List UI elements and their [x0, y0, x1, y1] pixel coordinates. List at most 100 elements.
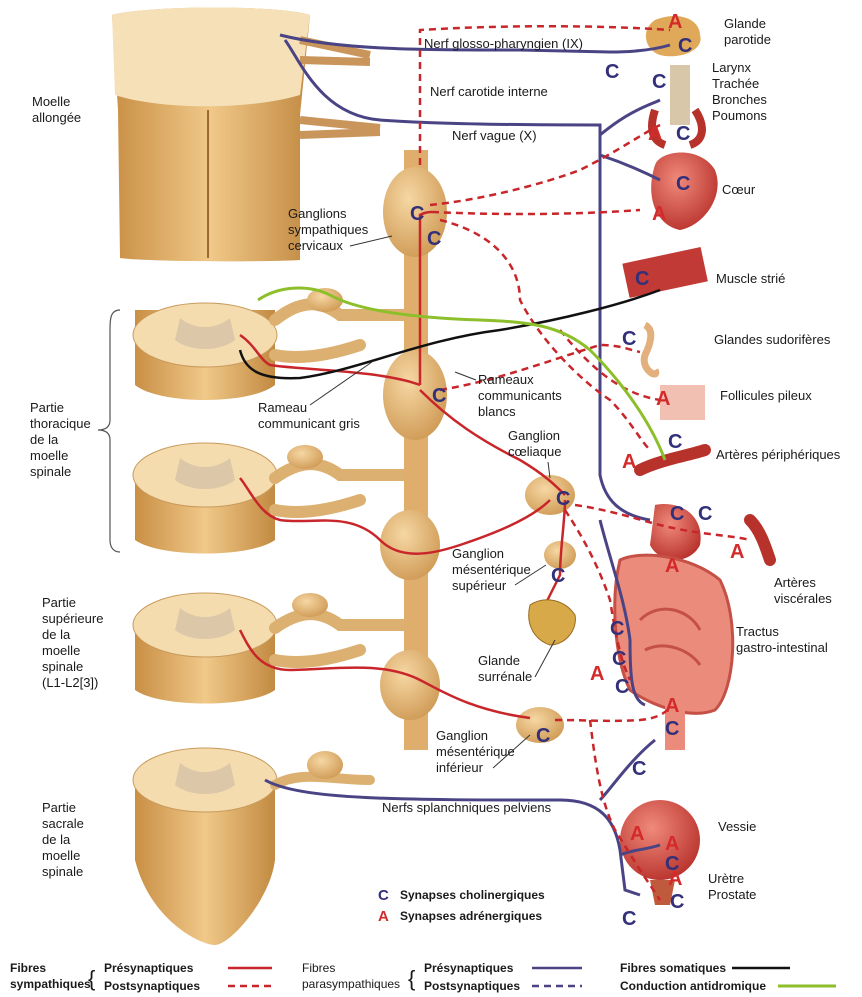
legend-fibres-sympathiques: Fibres: [10, 961, 46, 975]
svg-text:Tractus: Tractus: [736, 624, 779, 639]
adrenergic-synapse: A: [665, 555, 679, 577]
cholinergic-synapse: C: [432, 385, 446, 407]
svg-text:moelle: moelle: [42, 848, 80, 863]
svg-text:surrénale: surrénale: [478, 669, 532, 684]
legend: Fibres sympathiques { Présynaptiques Pos…: [10, 961, 836, 993]
label-glandes-sudoriferes: Glandes sudorifères: [714, 332, 831, 347]
label-glande-surrenale: Glande surrénale: [478, 640, 555, 684]
cholinergic-synapse: C: [615, 676, 629, 698]
cholinergic-synapse: C: [670, 891, 684, 913]
cholinergic-synapse: C: [635, 268, 649, 290]
label-nerf-vague: Nerf vague (X): [452, 128, 537, 143]
cholinergic-synapse: C: [610, 618, 624, 640]
adrenergic-synapse: A: [665, 833, 679, 855]
svg-text:(L1-L2[3]): (L1-L2[3]): [42, 675, 98, 690]
key-adrenergic-letter: A: [378, 908, 389, 925]
label-coeur: Cœur: [722, 182, 756, 197]
legend-fibres-parasympathiques: Fibres: [302, 961, 335, 975]
svg-text:Ganglions: Ganglions: [288, 206, 347, 221]
svg-text:viscérales: viscérales: [774, 591, 832, 606]
svg-text:Présynaptiques: Présynaptiques: [104, 961, 194, 975]
cholinergic-synapse: C: [612, 648, 626, 670]
adrenergic-synapse: A: [668, 868, 682, 890]
label-arteres-viscerales: Artères viscérales: [774, 575, 832, 606]
adrenergic-synapse: A: [665, 695, 679, 717]
svg-text:Glande: Glande: [724, 16, 766, 31]
svg-text:Ganglion: Ganglion: [436, 728, 488, 743]
svg-text:Trachée: Trachée: [712, 76, 759, 91]
cholinergic-synapse: C: [632, 758, 646, 780]
label-vessie: Vessie: [718, 819, 756, 834]
cholinergic-synapse: C: [668, 431, 682, 453]
svg-text:Partie: Partie: [42, 595, 76, 610]
label-nerfs-splanchniques: Nerfs splanchniques pelviens: [382, 800, 552, 815]
svg-text:Partie: Partie: [42, 800, 76, 815]
cholinergic-synapse: C: [551, 565, 565, 587]
svg-text:supérieure: supérieure: [42, 611, 103, 626]
label-nerf-glosso: Nerf glosso-pharyngien (IX): [424, 36, 583, 51]
label-follicules-pileux: Follicules pileux: [720, 388, 812, 403]
cholinergic-synapse: C: [410, 203, 424, 225]
svg-text:Moelle: Moelle: [32, 94, 70, 109]
key-adrenergic-label: Synapses adrénergiques: [400, 909, 542, 923]
adrenergic-synapse: A: [668, 11, 682, 33]
label-ganglion-mes-inf: Ganglion mésentérique inférieur: [436, 728, 530, 775]
svg-text:mésentérique: mésentérique: [436, 744, 515, 759]
svg-text:Rameau: Rameau: [258, 400, 307, 415]
cholinergic-synapse: C: [676, 173, 690, 195]
cholinergic-synapse: C: [556, 488, 570, 510]
label-glande-parotide: Glande parotide: [724, 16, 771, 47]
svg-text:communicant gris: communicant gris: [258, 416, 360, 431]
svg-text:{: {: [408, 966, 415, 991]
cholinergic-synapse: C: [427, 228, 441, 250]
svg-text:Ganglion: Ganglion: [452, 546, 504, 561]
svg-text:de la: de la: [42, 832, 71, 847]
label-larynx: Larynx Trachée Bronches Poumons: [712, 60, 767, 123]
label-rameaux-blancs: Rameaux communicants blancs: [455, 372, 562, 419]
cholinergic-synapse: C: [670, 503, 684, 525]
svg-text:allongée: allongée: [32, 110, 81, 125]
label-tractus: Tractus gastro-intestinal: [736, 624, 828, 655]
key-cholinergic-label: Synapses cholinergiques: [400, 888, 545, 902]
adrenergic-synapse: A: [648, 123, 662, 145]
legend-conduction-antidromique: Conduction antidromique: [620, 979, 766, 993]
svg-text:parotide: parotide: [724, 32, 771, 47]
adrenergic-synapse: A: [656, 388, 670, 410]
cholinergic-synapse: C: [652, 71, 666, 93]
svg-text:supérieur: supérieur: [452, 578, 507, 593]
adrenergic-synapse: A: [630, 823, 644, 845]
svg-text:de la: de la: [30, 432, 59, 447]
svg-text:thoracique: thoracique: [30, 416, 91, 431]
adrenergic-synapse: A: [622, 451, 636, 473]
label-partie-superieure: Partie supérieure de la moelle spinale (…: [42, 595, 103, 690]
label-uretre: Urètre: [708, 871, 744, 886]
svg-text:Poumons: Poumons: [712, 108, 767, 123]
svg-text:gastro-intestinal: gastro-intestinal: [736, 640, 828, 655]
key-cholinergic-letter: C: [378, 887, 389, 904]
svg-text:cervicaux: cervicaux: [288, 238, 343, 253]
svg-text:Artères: Artères: [774, 575, 816, 590]
label-ganglions-sympathiques: Ganglions sympathiques cervicaux: [288, 206, 392, 253]
label-moelle-allongee: Moelle allongée: [32, 94, 81, 125]
cholinergic-synapse: C: [678, 35, 692, 57]
thoracic-cord-2: [133, 443, 410, 554]
svg-text:{: {: [88, 966, 95, 991]
svg-text:spinale: spinale: [42, 659, 83, 674]
label-partie-thoracique: Partie thoracique de la moelle spinale: [30, 310, 120, 552]
adrenergic-synapse: A: [730, 541, 744, 563]
svg-text:spinale: spinale: [42, 864, 83, 879]
svg-text:de la: de la: [42, 627, 71, 642]
cholinergic-synapse: C: [622, 908, 636, 930]
svg-text:sacrale: sacrale: [42, 816, 84, 831]
svg-text:Rameaux: Rameaux: [478, 372, 534, 387]
cholinergic-synapse: C: [536, 725, 550, 747]
adrenal-gland: [529, 600, 576, 645]
svg-text:sympathiques: sympathiques: [10, 977, 91, 991]
sacral-cord: [133, 748, 370, 945]
svg-text:Glande: Glande: [478, 653, 520, 668]
label-arteres-peripheriques: Artères périphériques: [716, 447, 841, 462]
synapse-markers: C C C C C C C C C C C C C C C C C C C C …: [410, 11, 744, 930]
cholinergic-synapse: C: [665, 718, 679, 740]
label-partie-sacrale: Partie sacrale de la moelle spinale: [42, 800, 84, 879]
